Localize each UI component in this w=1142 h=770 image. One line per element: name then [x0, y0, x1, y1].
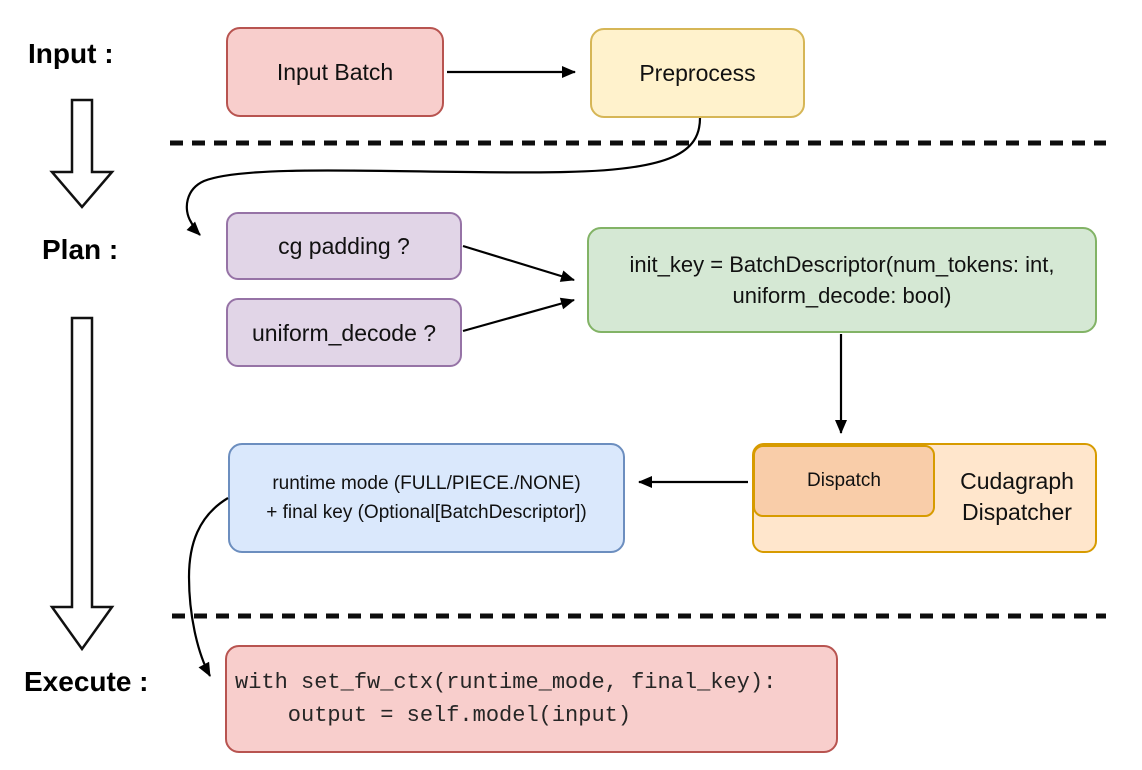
node-uniform-decode-label: uniform_decode ? — [251, 319, 437, 346]
node-input-batch-label: Input Batch — [276, 59, 394, 85]
node-dispatch-label: Dispatch — [807, 470, 881, 491]
node-uniform-decode: uniform_decode ? — [226, 298, 462, 367]
cudagraph-dispatcher-line1: Cudagraph — [960, 468, 1074, 494]
stage-arrow-input-to-plan-icon — [49, 98, 115, 209]
stage-label-input: Input : — [28, 38, 114, 69]
node-runtime-mode-line1: runtime mode (FULL/PIECE./NONE) — [272, 473, 581, 494]
execute-code-line2: output = self.model(input) — [235, 703, 632, 728]
stage-label-plan: Plan : — [42, 234, 119, 265]
node-runtime-mode: runtime mode (FULL/PIECE./NONE) + final … — [228, 443, 625, 553]
node-cg-padding: cg padding ? — [226, 212, 462, 280]
stage-label-execute: Execute : — [24, 666, 149, 697]
node-execute-code: with set_fw_ctx(runtime_mode, final_key)… — [225, 645, 838, 753]
node-input-batch: Input Batch — [226, 27, 444, 117]
connector-runtime-mode-to-execute-code — [187, 497, 229, 677]
execute-code-line1: with set_fw_ctx(runtime_mode, final_key)… — [235, 670, 777, 695]
cudagraph-dispatcher-label: Cudagraph Dispatcher — [938, 466, 1096, 528]
connector-uniform-decode-to-init-key — [462, 297, 575, 333]
connector-cg-padding-to-init-key — [462, 244, 575, 282]
node-preprocess: Preprocess — [590, 28, 805, 118]
node-runtime-mode-line2: + final key (Optional[BatchDescriptor]) — [266, 502, 587, 523]
node-init-key-line1: init_key = BatchDescriptor(num_tokens: i… — [629, 252, 1055, 277]
node-preprocess-label: Preprocess — [639, 60, 756, 86]
cudagraph-dispatcher-line2: Dispatcher — [962, 499, 1072, 525]
node-dispatch: Dispatch — [753, 445, 935, 517]
node-init-key-line2: uniform_decode: bool) — [732, 283, 952, 308]
node-init-key: init_key = BatchDescriptor(num_tokens: i… — [587, 227, 1097, 333]
stage-arrow-plan-to-execute-icon — [49, 316, 115, 652]
node-cg-padding-label: cg padding ? — [278, 233, 410, 259]
